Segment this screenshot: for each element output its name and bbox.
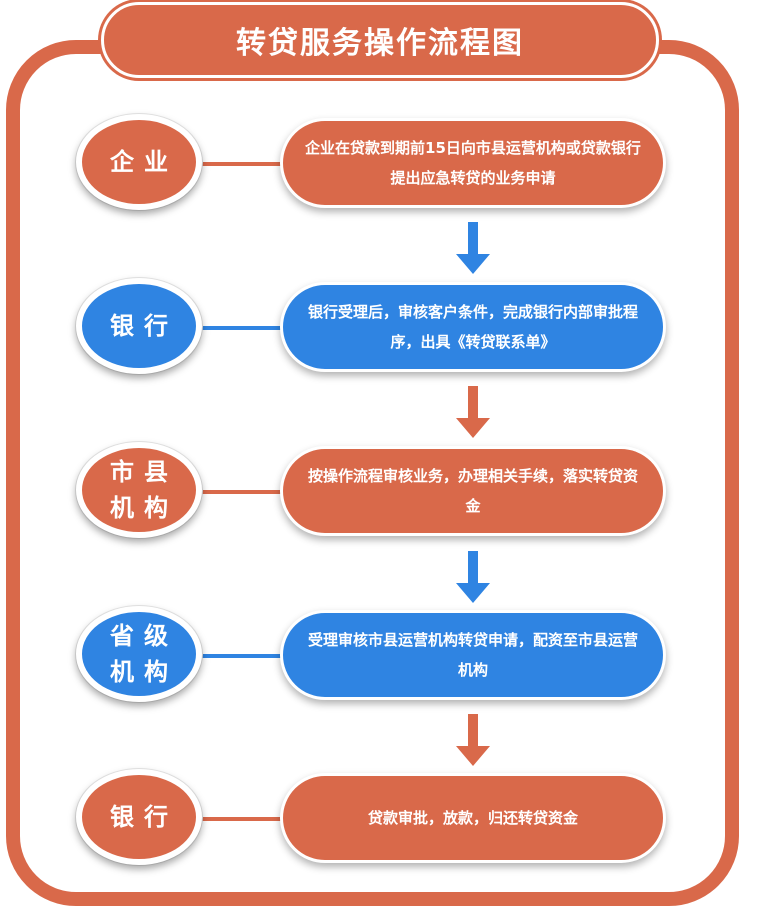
step-connector bbox=[190, 817, 295, 821]
step-actor: 银行 bbox=[76, 278, 202, 374]
down-arrow-icon bbox=[456, 386, 490, 438]
down-arrow-icon bbox=[456, 222, 490, 274]
step-connector bbox=[190, 162, 295, 166]
step-description: 银行受理后，审核客户条件，完成银行内部审批程序，出具《转贷联系单》 bbox=[280, 282, 666, 372]
step-actor: 省级 机构 bbox=[76, 606, 202, 702]
step-description: 按操作流程审核业务，办理相关手续，落实转贷资金 bbox=[280, 446, 666, 536]
title-banner: 转贷服务操作流程图 bbox=[101, 2, 659, 78]
step-actor: 企业 bbox=[76, 114, 202, 210]
down-arrow-icon bbox=[456, 551, 490, 603]
step-description: 企业在贷款到期前15日向市县运营机构或贷款银行提出应急转贷的业务申请 bbox=[280, 118, 666, 208]
step-actor: 市县 机构 bbox=[76, 442, 202, 538]
step-description: 贷款审批，放款，归还转贷资金 bbox=[280, 773, 666, 863]
step-connector bbox=[190, 654, 295, 658]
step-connector bbox=[190, 490, 295, 494]
step-connector bbox=[190, 326, 295, 330]
page-title: 转贷服务操作流程图 bbox=[236, 26, 524, 61]
down-arrow-icon bbox=[456, 714, 490, 766]
step-actor: 银行 bbox=[76, 769, 202, 865]
step-description: 受理审核市县运营机构转贷申请，配资至市县运营机构 bbox=[280, 610, 666, 700]
